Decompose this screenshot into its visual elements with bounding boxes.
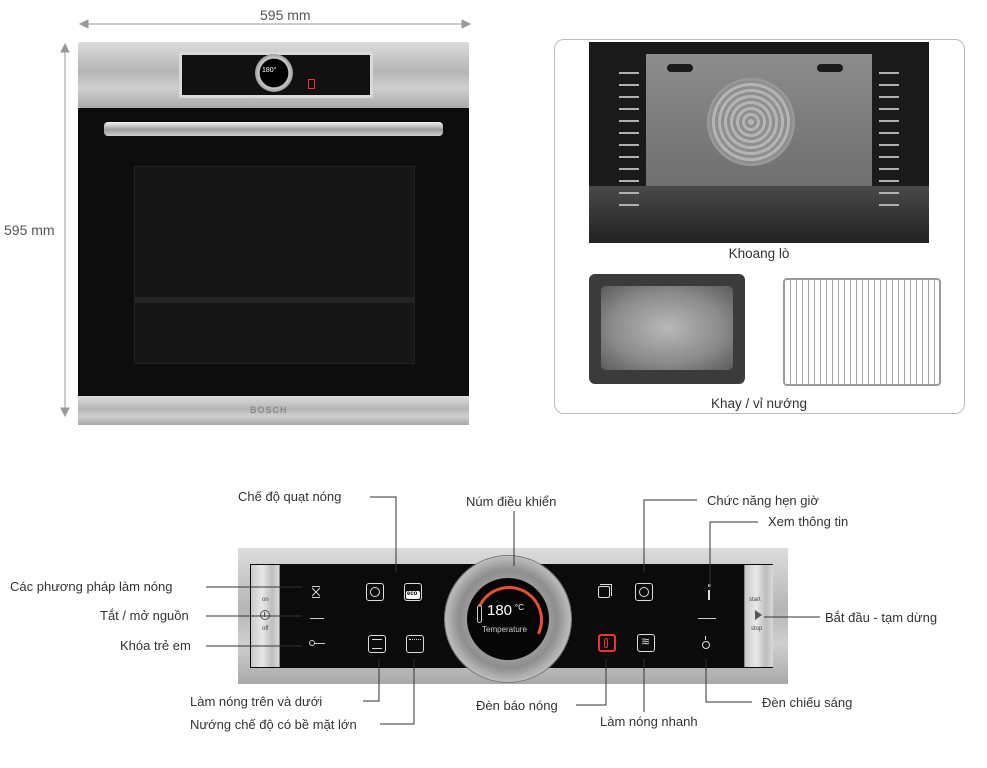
start-stop-tab[interactable]: start stop [744,565,773,667]
light-bulb-icon[interactable] [699,636,713,650]
grill-icon [409,639,421,643]
oven-bottom-panel: BOSCH [78,396,469,425]
temperature-unit: °C [515,603,524,612]
dimension-arrows [60,19,472,418]
oven-cavity-image [589,42,929,243]
width-dimension: 595 mm [260,7,311,23]
start-play-icon[interactable] [755,610,762,620]
wire-rack-image [783,278,941,386]
thermometer-icon [477,605,482,623]
hot-air-fan-button[interactable] [366,583,384,601]
callout-info: Xem thông tin [768,514,849,529]
child-lock-key-icon[interactable] [309,640,325,646]
control-knob[interactable]: 180 °C Temperature [445,556,571,682]
door-window [134,166,415,364]
callout-knob: Núm điều khiển [466,494,557,509]
door-handle [104,122,443,136]
top-bottom-heat-button[interactable] [368,635,386,653]
callout-start-pause: Bắt đầu - tạm dừng [825,610,938,625]
heating-methods-icon[interactable] [312,586,320,598]
callout-fast-heat: Làm nóng nhanh [600,714,698,729]
mini-heat-indicator-icon [308,79,315,89]
callout-large-grill: Nướng chế độ có bề mặt lớn [190,717,357,732]
divider-line [310,618,324,619]
clock-icon [639,587,649,597]
timer-button[interactable] [635,583,653,601]
callout-child-lock: Khóa trẻ em [120,638,191,653]
oven-door [78,108,469,396]
fan-icon [370,587,380,597]
mini-knob: 180° [255,54,293,92]
callout-timer: Chức năng hẹn giờ [707,493,819,508]
callout-fan: Chế độ quạt nóng [238,489,342,504]
control-panel: on off start stop eco 180 [238,548,788,684]
knob-display: 180 °C Temperature [465,576,553,664]
callout-power: Tắt / mở nguồn [100,608,189,623]
eco-fan-button[interactable]: eco [404,583,422,601]
left-rack-rails [619,62,639,212]
callout-heat-indicator: Đèn báo nóng [476,698,558,713]
heat-indicator-icon [598,634,616,652]
power-icon[interactable] [260,610,270,620]
callout-top-bottom-heat: Làm nóng trên và dưới [190,694,323,709]
right-rack-rails [879,62,899,212]
height-dimension: 595 mm [4,222,55,238]
cavity-caption: Khoang lò [728,246,790,261]
large-grill-button[interactable] [406,635,424,653]
oven-mini-control-panel: 180° [179,52,373,98]
baking-tray-image [589,274,745,384]
fast-heat-button[interactable]: ≋ [637,634,655,652]
cooking-programs-icon[interactable] [596,584,614,602]
temperature-label: Temperature [482,625,527,634]
tray-caption: Khay / vỉ nướng [711,396,807,411]
callout-light: Đèn chiếu sáng [762,695,853,710]
top-bottom-heat-icon [372,639,382,649]
oven-front: 180° BOSCH [78,42,469,425]
callout-leader-lines [206,496,820,725]
accessories-box: Khoang lò Khay / vỉ nướng [554,39,965,414]
fan-cover-icon [707,78,795,166]
divider-line [698,618,716,619]
brand-logo: BOSCH [250,405,288,415]
callout-heating-methods: Các phương pháp làm nóng [10,579,173,594]
temperature-value: 180 [487,602,513,619]
fast-heat-icon: ≋ [641,636,651,648]
